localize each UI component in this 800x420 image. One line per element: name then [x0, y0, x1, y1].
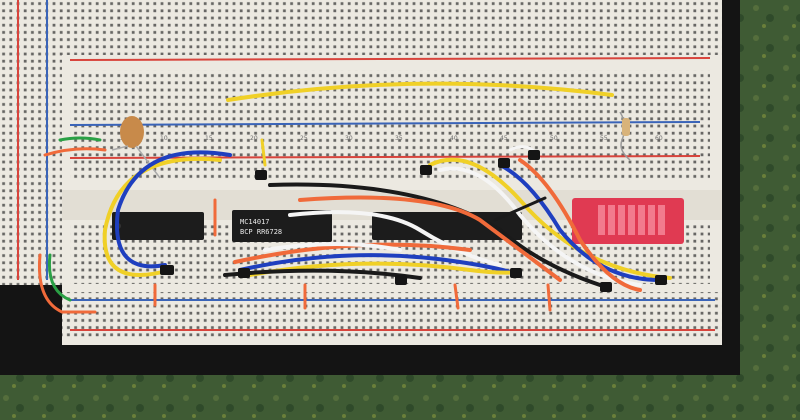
wire-yellow	[102, 156, 222, 277]
row-number: 45	[500, 135, 508, 142]
dip-switch	[572, 198, 684, 244]
top-blue-line	[69, 121, 701, 126]
row-number: 35	[395, 135, 403, 142]
ic-label-part: MC14017	[240, 218, 270, 226]
ic-label-code: BCP RR6728	[240, 228, 282, 236]
row-number: 40	[450, 135, 458, 142]
wire-white	[438, 166, 642, 287]
wire-yellow	[428, 157, 672, 280]
wire-ends	[160, 150, 667, 292]
wire-orange	[546, 283, 552, 312]
row-number: 20	[250, 135, 258, 142]
mid-red-line	[69, 155, 701, 159]
row-number: 15	[205, 135, 213, 142]
wire-orange	[453, 283, 460, 310]
top-power-rail	[62, 0, 722, 55]
row-number: 10	[160, 135, 168, 142]
row-number: 60	[655, 135, 663, 142]
wire-yellow	[226, 81, 614, 102]
resistor	[619, 111, 631, 161]
row-number: 55	[600, 135, 608, 142]
row-number: 25	[300, 135, 308, 142]
wire-green	[58, 136, 102, 142]
top-red-line	[69, 57, 711, 61]
row-number: 30	[345, 135, 353, 142]
ceramic-capacitor	[111, 116, 161, 179]
wire-green	[47, 253, 72, 302]
wire-blue	[115, 150, 232, 269]
wire-blue	[238, 253, 522, 277]
wire-blue	[498, 163, 662, 282]
wire-white	[288, 210, 502, 267]
center-ic: MC14017 BCP RR6728	[232, 210, 332, 242]
wire-black	[493, 196, 547, 222]
left-ic	[112, 212, 204, 240]
wire-yellow	[248, 261, 522, 277]
wire-white	[263, 242, 402, 252]
row-number-labels: 5 10 15 20 25 30 35 40 45 50 55 60	[120, 135, 663, 142]
wire-orange	[298, 195, 562, 282]
wire-yellow	[260, 138, 267, 167]
wire-orange	[43, 147, 107, 157]
wire-orange	[518, 158, 642, 292]
row-number: 50	[550, 135, 558, 142]
wire-orange	[37, 253, 97, 314]
